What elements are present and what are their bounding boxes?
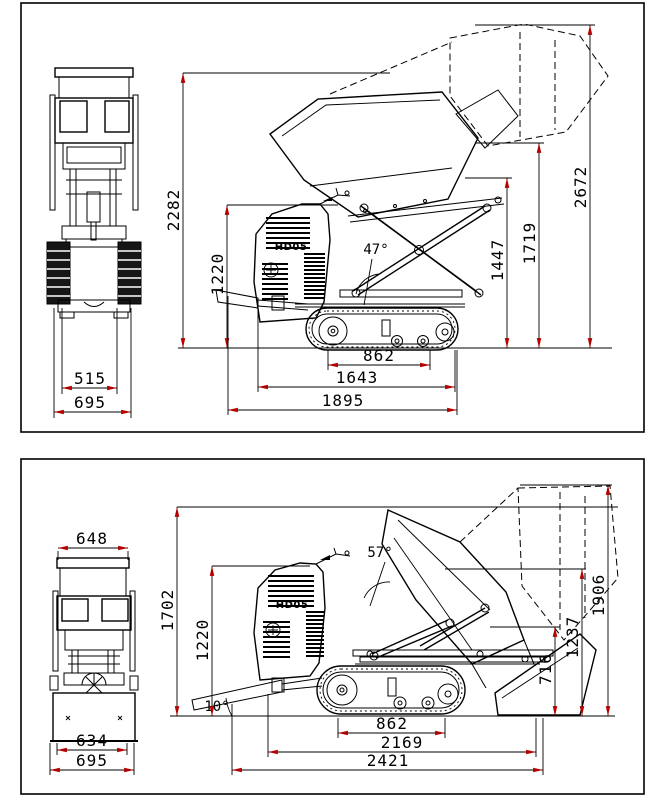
dim-label-695-top: 695 [74, 393, 106, 412]
scissor-lift-top [347, 196, 505, 298]
dim-label-648: 648 [76, 529, 108, 548]
dim-track-length-bottom: 862 [337, 714, 446, 738]
dim-label-634: 634 [76, 731, 108, 750]
dim-max-height-top: 2672 [475, 24, 595, 348]
dim-rear-height-bottom: 716 [490, 626, 560, 716]
model-label-bottom: HD05 [276, 600, 309, 611]
panel-top-border [20, 2, 645, 433]
front-blade-bottom-view [50, 692, 138, 742]
dim-label-2672: 2672 [571, 166, 590, 209]
front-blade-bottom: 10° [191, 677, 323, 717]
skip-tipped-solid-bottom [369, 508, 535, 689]
dim-label-1719: 1719 [520, 222, 539, 265]
dim-label-862-top: 862 [363, 346, 395, 365]
skip-solid-top [269, 89, 519, 218]
dim-overall-width-top: 695 [53, 308, 132, 418]
dim-label-2421: 2421 [367, 751, 410, 770]
dim-overall-length-top: 1895 [227, 296, 458, 415]
dim-label-47deg: 47° [363, 242, 388, 258]
side-view-top: HD05 47° 2282 1220 [164, 23, 612, 415]
dim-body-length-top: 1643 [257, 304, 456, 392]
dim-body-length-bottom: 2169 [267, 694, 537, 757]
dim-label-862-bottom: 862 [376, 714, 408, 733]
track-side-bottom [316, 665, 466, 715]
dim-label-515: 515 [74, 369, 106, 388]
skip-dashed-bottom [459, 485, 619, 641]
rear-ramp-bottom [494, 633, 597, 716]
track-side-top [305, 307, 459, 351]
dim-label-1702: 1702 [158, 589, 177, 632]
dim-label-1906: 1906 [589, 574, 608, 617]
dim-label-1220-bottom: 1220 [193, 619, 212, 662]
dim-machine-height-bottom: 1220 [193, 565, 310, 716]
front-view-top [46, 67, 142, 319]
dim-blade-width-bottom: 634 [56, 731, 128, 755]
dim-label-57deg: 57° [367, 545, 392, 561]
dim-tip-angle-bottom: 57° [363, 545, 393, 607]
front-track-right [117, 241, 142, 305]
machine-housing-top: HD05 [253, 187, 351, 323]
front-track-left [46, 241, 71, 305]
side-view-bottom: HD05 10° 57° 1702 12 [158, 484, 619, 775]
scissor-lowered-bottom [352, 603, 554, 665]
dim-track-length-top: 862 [327, 346, 431, 370]
dim-skip-height-top: 1719 [475, 142, 544, 348]
dim-label-716: 716 [536, 653, 555, 685]
dim-label-1447: 1447 [488, 239, 507, 282]
dim-label-2282: 2282 [164, 189, 183, 232]
dim-overall-width-bottom: 695 [49, 743, 135, 775]
dim-track-width-top: 515 [61, 308, 118, 394]
panel-bottom-border [20, 458, 645, 795]
dim-hopper-width-bottom: 648 [57, 529, 129, 560]
dim-max-height-bottom: 1906 [520, 484, 612, 716]
dim-label-1237: 1237 [563, 616, 582, 659]
front-view-bottom [49, 557, 139, 742]
model-label-top: HD05 [275, 242, 308, 253]
machine-housing-bottom: HD05 [253, 547, 351, 681]
dim-tip-angle-top: 47° [355, 242, 389, 306]
dim-machine-height-top: 1220 [208, 204, 338, 348]
dim-label-1643: 1643 [336, 368, 379, 387]
dim-label-1895: 1895 [322, 391, 365, 410]
dim-mid-height-bottom: 1237 [445, 568, 586, 716]
panel-top: 515 695 [20, 2, 645, 433]
dim-label-1220-top: 1220 [208, 253, 227, 296]
dim-label-2169: 2169 [381, 733, 424, 752]
dim-overall-length-bottom: 2421 [231, 704, 544, 775]
skip-raised-dashed-top [329, 23, 609, 147]
panel-bottom: 648 634 695 [20, 458, 645, 795]
dim-left-height-bottom: 1702 [158, 506, 618, 716]
dim-scissor-height-top: 1447 [465, 177, 512, 348]
dim-overall-height-raised-top: 2282 [164, 72, 390, 348]
dim-label-695-bottom: 695 [76, 751, 108, 770]
dim-label-10deg: 10° [204, 699, 229, 715]
